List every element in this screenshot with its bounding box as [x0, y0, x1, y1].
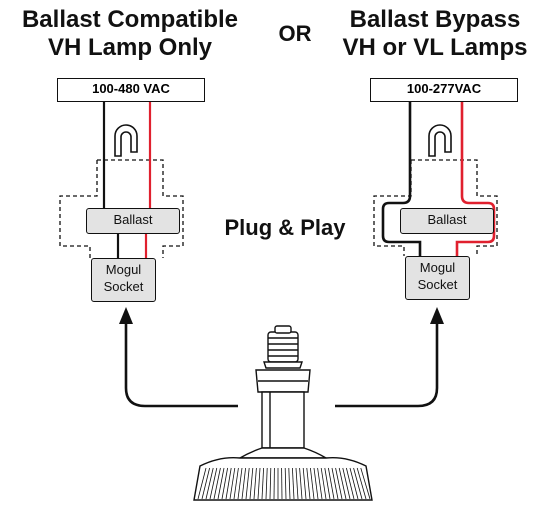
- heatsink-fin: [201, 467, 210, 500]
- right-socket-line2: Socket: [417, 277, 458, 292]
- right-neutral-wire: [381, 100, 422, 257]
- heatsink-fin: [265, 467, 268, 500]
- left-socket-line2: Socket: [103, 279, 144, 294]
- heatsink-fin: [213, 467, 221, 500]
- right-socket-line1: Mogul: [419, 260, 456, 275]
- heatsink-fin: [338, 467, 347, 500]
- right-arrow: [335, 320, 439, 408]
- heatsink-fin: [306, 467, 311, 500]
- right-ballast: Ballast: [400, 208, 494, 234]
- heatsink-fin: [261, 467, 264, 500]
- right-hook-icon: [428, 124, 452, 157]
- left-option-title: Ballast Compatible VH Lamp Only: [0, 6, 260, 62]
- heatsink-fin: [233, 467, 239, 500]
- led-lamp-icon: [193, 325, 373, 501]
- right-title-line1: Ballast Bypass: [349, 6, 521, 33]
- right-arrow-head: [430, 307, 444, 324]
- heatsink-fin: [241, 467, 246, 500]
- heatsink-fin: [288, 467, 291, 500]
- heatsink-fin: [324, 467, 331, 500]
- right-title-line2: VH or VL Lamps: [342, 34, 528, 61]
- left-arrow: [124, 320, 238, 408]
- left-mogul-socket: Mogul Socket: [91, 258, 156, 302]
- heatsink-fin: [257, 467, 261, 500]
- heatsink-fin: [205, 467, 214, 500]
- left-title-line1: Ballast Compatible: [21, 6, 239, 33]
- heatsink-fin: [349, 467, 359, 500]
- heatsink-fin: [302, 467, 307, 500]
- heatsink-fin: [237, 467, 243, 500]
- heatsink-fin: [356, 467, 367, 500]
- left-arrow-head: [119, 307, 133, 324]
- left-title-line2: VH Lamp Only: [47, 34, 213, 61]
- right-option-title: Ballast Bypass VH or VL Lamps: [330, 6, 538, 62]
- heatsink-fin: [269, 467, 272, 500]
- heatsink-fin: [197, 467, 207, 500]
- heatsink-fin: [346, 467, 355, 500]
- heatsink-fin: [292, 467, 295, 500]
- right-live-wire: [455, 100, 496, 257]
- heatsink-fin: [217, 467, 225, 500]
- left-socket-line1: Mogul: [105, 262, 142, 277]
- heatsink-fin: [253, 467, 257, 500]
- heatsink-fin: [229, 467, 236, 500]
- left-ballast: Ballast: [86, 208, 180, 234]
- heatsink-fin: [331, 467, 339, 500]
- heatsink-fin: [335, 467, 343, 500]
- right-mogul-socket: Mogul Socket: [405, 256, 470, 300]
- left-voltage-label: 100-480 VAC: [57, 78, 205, 102]
- plug-and-play-label: Plug & Play: [224, 215, 346, 240]
- heatsink-fin: [360, 467, 371, 500]
- heatsink-fin: [313, 467, 319, 500]
- right-voltage-label: 100-277VAC: [370, 78, 518, 102]
- heatsink-fin: [209, 467, 218, 500]
- heatsink-fin: [221, 467, 228, 500]
- heatsink-fin: [249, 467, 254, 500]
- heatsink-fin: [342, 467, 351, 500]
- heatsink-fin: [320, 467, 327, 500]
- heatsink-fin: [299, 467, 303, 500]
- heatsink-fin: [353, 467, 363, 500]
- heatsink-fin: [310, 467, 315, 500]
- left-hook-icon: [114, 124, 138, 157]
- heatsink-fin: [284, 467, 287, 500]
- heatsink-fin: [328, 467, 335, 500]
- heatsink-fin: [225, 467, 232, 500]
- heatsink-fin: [245, 467, 250, 500]
- or-label: OR: [278, 21, 312, 46]
- left-fixture-housing: [59, 159, 184, 258]
- lamp-heatsink-fins: [197, 467, 371, 500]
- heatsink-fin: [317, 467, 323, 500]
- heatsink-fin: [295, 467, 299, 500]
